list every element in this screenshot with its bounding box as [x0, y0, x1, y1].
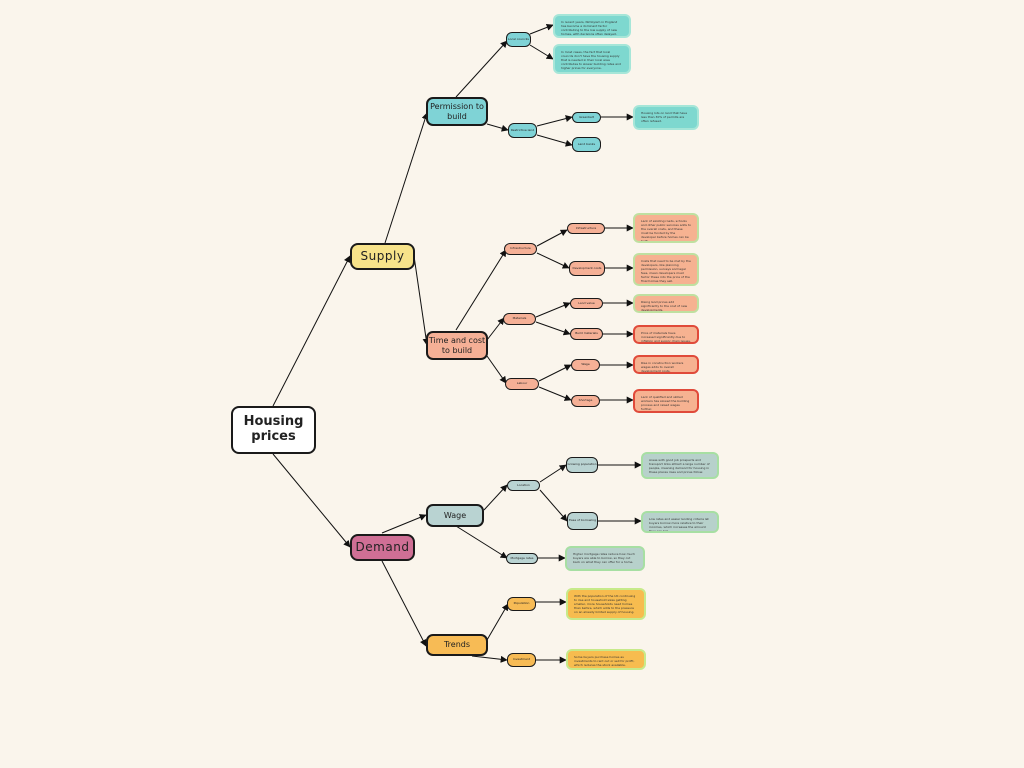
investment-node[interactable]: Investment: [507, 653, 536, 667]
time-and-cost-node[interactable]: Time and cost to build: [426, 331, 488, 360]
growing-population-node[interactable]: Growing population: [566, 457, 598, 473]
permission-to-build-node[interactable]: Permission to build: [426, 97, 488, 126]
note-ease-of-borrowing: Low rates and easier lending criteria le…: [641, 511, 719, 533]
note-permission-a1: In recent years, Nimbyism in England has…: [553, 14, 631, 38]
location-node[interactable]: Location: [507, 480, 540, 491]
population-node[interactable]: Population: [507, 597, 536, 611]
shortage-node[interactable]: Shortage: [571, 395, 600, 407]
note-greenbelt: Housing lots on land that have less than…: [633, 105, 699, 130]
note-infrastructure: Lack of existing roads, schools and othe…: [633, 213, 699, 243]
note-land-value: Rising land prices add significantly to …: [633, 294, 699, 313]
ease-of-borrowing-node[interactable]: Ease of borrowing: [567, 512, 598, 530]
restrictive-land-node[interactable]: Restrictive land: [508, 123, 537, 138]
note-investment: Some buyers purchase homes as investment…: [566, 649, 646, 670]
wage-node[interactable]: Wage: [426, 504, 484, 527]
greenbelt-node[interactable]: Greenbelt: [572, 112, 601, 123]
note-development-costs: Costs that need to be met by the develop…: [633, 253, 699, 286]
local-councils-node[interactable]: Local councils: [506, 32, 531, 47]
development-costs-node[interactable]: Development costs: [569, 261, 605, 276]
materials-node[interactable]: Materials: [503, 313, 536, 325]
note-build-materials: Price of materials have increased signif…: [633, 325, 699, 344]
supply-node[interactable]: Supply: [350, 243, 415, 270]
root-node-housing-prices[interactable]: Housing prices: [231, 406, 316, 454]
land-banks-node[interactable]: Land banks: [572, 137, 601, 152]
note-shortage: Lack of qualified and skilled workers ha…: [633, 389, 699, 413]
infrastructure-node[interactable]: Infrastructure: [504, 243, 537, 255]
note-mortgage-rates: Higher mortgage rates reduce how much bu…: [565, 546, 645, 571]
note-permission-a2: In most cases, the fact that local counc…: [553, 44, 631, 74]
mortgage-rates-node[interactable]: Mortgage rates: [506, 553, 538, 564]
wage-cost-node[interactable]: Wage: [571, 359, 600, 371]
note-labour-wage: Rise in construction workers wages adds …: [633, 355, 699, 374]
trends-node[interactable]: Trends: [426, 634, 488, 656]
note-growing-population: Areas with good job prospects and transp…: [641, 452, 719, 479]
demand-node[interactable]: Demand: [350, 534, 415, 561]
infrastructure-sub-node[interactable]: Infrastructure: [567, 223, 605, 234]
note-population: With the population of the UK continuing…: [566, 588, 646, 620]
labour-node[interactable]: Labour: [505, 378, 539, 390]
land-value-node[interactable]: Land value: [570, 298, 603, 309]
build-materials-node[interactable]: Build materials: [570, 328, 603, 340]
